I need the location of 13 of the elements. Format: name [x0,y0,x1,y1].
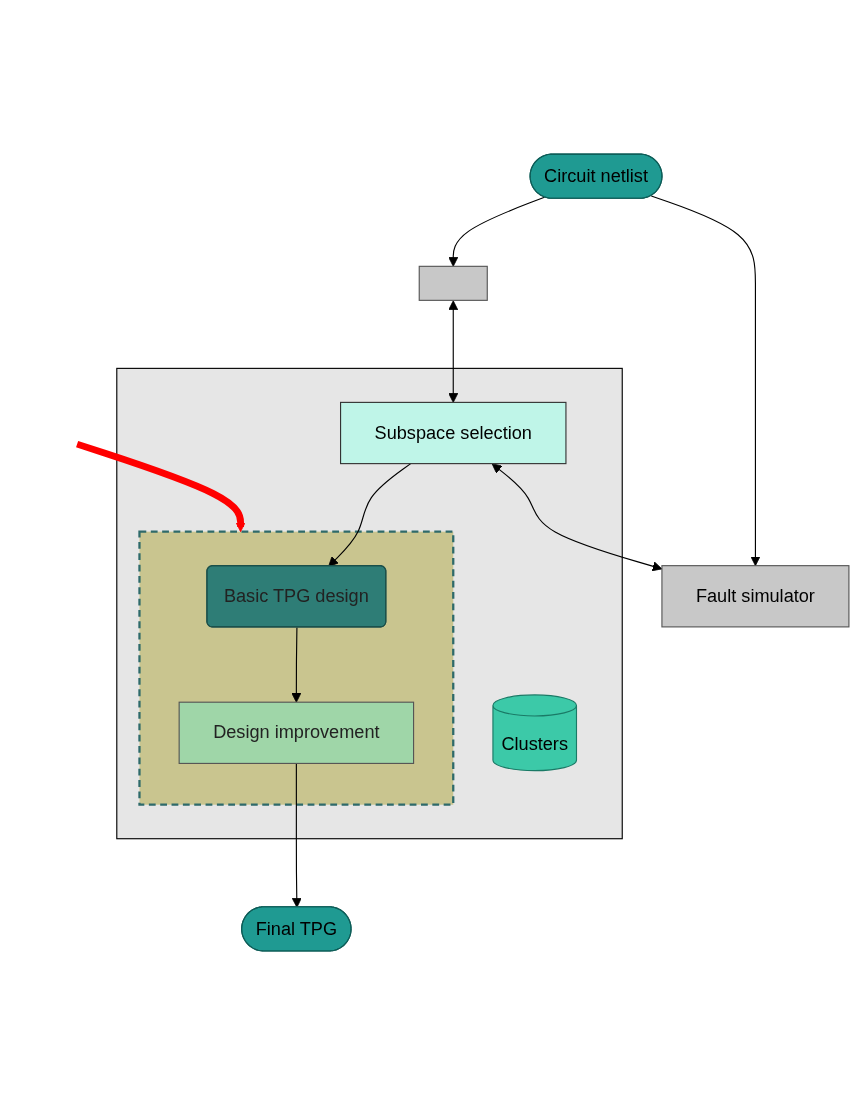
node-box [418,266,488,302]
arrow [448,197,546,268]
node-box: Design improvement [178,702,415,765]
node-box: Subspace selection [340,402,567,465]
cluster [138,531,455,807]
cluster [116,368,623,840]
arrow [291,763,302,909]
arrow [291,627,302,704]
arrow [76,441,246,533]
arrow [328,463,412,568]
node-box: Fault simulator [661,565,850,628]
arrow [448,300,459,404]
arrow [650,195,761,567]
